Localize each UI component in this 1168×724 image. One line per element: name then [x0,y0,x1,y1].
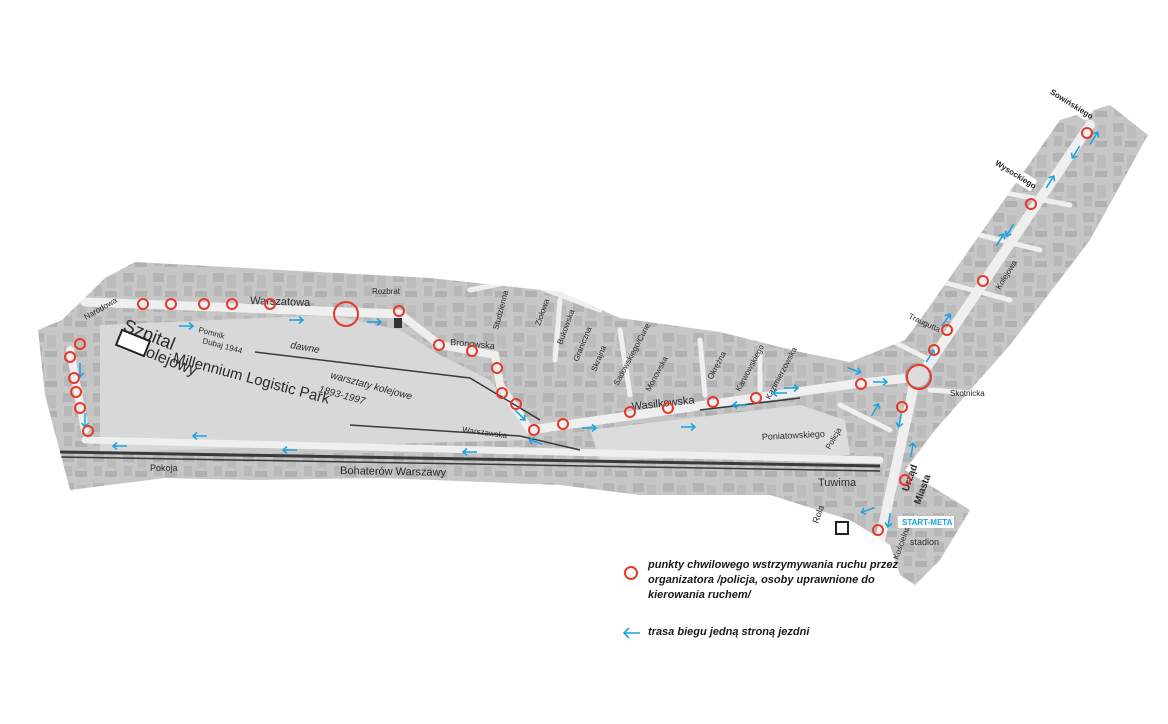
route-arrow [582,423,598,433]
stop-point [165,298,177,310]
hospital-icon [114,328,152,358]
street-label-skotnicka: Skotnicka [950,389,985,398]
traffic-stop-points [64,127,1093,536]
route-arrow [191,431,207,441]
stop-point [74,402,86,414]
route-arrow [367,317,383,327]
route-arrow [860,506,875,516]
route-arrow [461,447,477,457]
route-arrows [75,131,1100,529]
route-arrow [1089,131,1100,145]
stop-point [750,392,762,404]
stop-point [393,305,405,317]
legend: punkty chwilowego wstrzymywania ruchu pr… [622,558,922,640]
stop-point [707,396,719,408]
route-arrow [111,441,127,451]
street-label-poniatowskiego: Poniatowskiego [762,429,825,442]
stop-point [906,364,932,390]
stop-point [528,424,540,436]
route-arrow [771,388,787,398]
legend-stops-row: punkty chwilowego wstrzymywania ruchu pr… [622,558,922,603]
stop-circle-icon [624,566,638,580]
route-arrow [847,366,862,376]
route-arrow [995,233,1006,247]
stop-point [74,338,86,350]
stop-point [64,351,76,363]
stop-point [557,418,569,430]
callout-sowinskiego: Sowińskiego [1049,87,1095,121]
railway [59,351,881,472]
street-label-bronowska: Bronowska [450,337,495,351]
stop-point [491,362,503,374]
route-arrow [941,313,952,327]
street-label-tuwima: Tuwima [818,477,857,489]
stop-point [226,298,238,310]
stop-point [264,298,276,310]
stop-point [68,372,80,384]
stop-point [899,474,911,486]
route-arrow [179,321,195,331]
route-arrow [731,400,747,410]
poniatowskiego-area [590,405,850,460]
route-arrow [1004,223,1015,237]
route-arrow [873,377,889,387]
route-arrow [281,445,297,455]
legend-stops-text: punkty chwilowego wstrzymywania ruchu pr… [648,559,898,601]
museum-icon [835,521,849,535]
route-arrow [908,441,917,458]
stop-point [624,406,636,418]
street-label-bohaterow: Bohaterów Warszawy [340,465,447,479]
stop-point [1025,198,1037,210]
callout-sowinskiego-box [1044,84,1093,121]
stop-point [941,324,953,336]
stop-point [137,298,149,310]
route-arrow-icon [622,627,640,639]
stop-point [1081,127,1093,139]
stop-point [977,275,989,287]
route-arrow [289,315,305,325]
route-arrow [784,383,800,393]
stop-point [198,298,210,310]
route-arrow [884,512,893,529]
legend-route-row: trasa biegu jedną stroną jezdni [622,625,922,640]
area-label-dawne: dawne [289,340,320,356]
stop-point [333,301,359,327]
stop-point [496,387,508,399]
stop-point [510,398,522,410]
street-label-pokoja: Pokoja [150,463,178,473]
stop-point [855,378,867,390]
callout-start-meta: START-META [902,518,953,527]
stop-point [662,402,674,414]
legend-route-text: trasa biegu jedną stroną jezdni [648,626,810,638]
stop-point [70,386,82,398]
street-label-stadion: stadion [910,537,939,547]
stop-point [872,524,884,536]
fuel-icon [394,318,402,328]
route-arrow [925,349,936,363]
callout-start-meta-box [898,516,954,528]
route-arrow [1045,175,1056,189]
route-arrow [528,436,543,446]
route-arrow [870,402,881,417]
route-arrow [681,422,697,432]
stop-point [82,425,94,437]
street-label-rozbrat: Rozbrat [372,287,401,296]
route-arrow [1070,145,1081,159]
street-label-warszatowa: Warszatowa [250,295,311,309]
stop-point [928,344,940,356]
stop-point [433,339,445,351]
route-arrow [514,409,526,421]
callout-wysockiego-box [990,155,1037,191]
logistics-park-area [100,315,530,452]
stop-point [896,401,908,413]
stop-point [466,345,478,357]
route-arrow [895,412,904,429]
